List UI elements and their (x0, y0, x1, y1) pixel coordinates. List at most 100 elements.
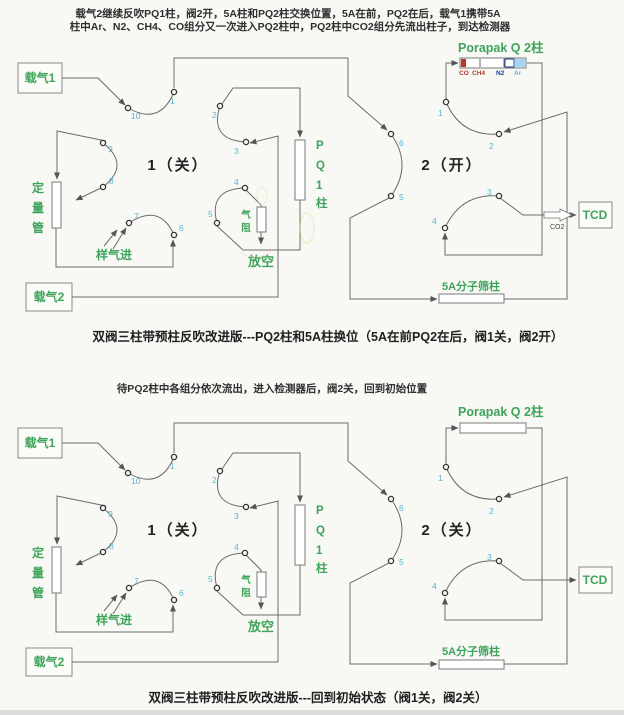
v1-port-9 (99, 504, 107, 512)
v1-num-2: 2 (212, 475, 217, 485)
wire-porapak-to-v2p4 (442, 62, 543, 256)
v2-num-2: 2 (489, 141, 494, 151)
rotor-arc-4-5 (214, 187, 246, 224)
carrier2-label: 载气2 (34, 289, 65, 304)
carrier1-box (17, 427, 63, 459)
wire-v1p9-to-loop-top (54, 495, 107, 545)
restrictor-char-1: 气 (240, 209, 251, 221)
wire-sample-in-arrow-1 (112, 227, 127, 250)
pq1-char-2: Q (316, 525, 325, 537)
rotor-arc-3-4 (444, 195, 500, 229)
band-ar-label: Ar (514, 70, 522, 77)
caption-diagram-2: 双阀三柱带预柱反吹改进版---回到初始状态（阀1关，阀2关） (148, 690, 488, 705)
porapak-column (459, 57, 527, 69)
v1-port-7 (125, 584, 133, 592)
rotor-arc-1-2 (445, 101, 500, 135)
v2-port-5 (387, 557, 395, 565)
wire-sample-in-arrow-2 (103, 594, 118, 612)
wire-v1p1-to-v2p6 (173, 57, 388, 131)
wire-v1p9-to-loop-top (54, 130, 107, 180)
v1-num-10: 10 (131, 476, 141, 486)
wire-sample-in-arrow-2 (103, 229, 118, 247)
carrier1-label: 载气1 (25, 435, 56, 450)
sieve-label: 5A分子筛柱 (442, 644, 500, 658)
v2-num-4: 4 (432, 216, 437, 226)
wire-v2p3-to-tcd (499, 562, 577, 583)
valve-2: 1 2 3 4 5 6 2（关） (387, 463, 503, 597)
rotor-arc-5-6 (390, 498, 403, 562)
porapak-column (459, 422, 527, 434)
valve-1: 1 2 3 4 5 6 7 8 9 10 1（关） (99, 88, 250, 239)
v1-num-7: 7 (134, 576, 139, 586)
header-line-1: 载气2继续反吹PQ1柱，阀2开，5A柱和PQ2柱交换位置，5A在前，PQ2在后，… (75, 7, 501, 20)
v2-port-1 (442, 98, 450, 106)
wire-loop-bottom-to-v1p6 (55, 228, 176, 268)
pq1-char-3: 1 (316, 180, 323, 192)
wire-v2p5-to-sieve (349, 197, 438, 302)
rotor-arc-2-3 (217, 470, 247, 508)
rotor-arc-3-4 (444, 560, 500, 594)
v2-port-2 (495, 495, 503, 503)
valve1-state-label: 1（关） (147, 156, 208, 174)
wire-v1p2-to-pq1-top (221, 452, 303, 503)
wire-sieve-to-v2p2 (503, 476, 568, 665)
wire-sieve-to-v2p2 (503, 111, 568, 300)
rotor-arc-10-1 (127, 456, 175, 480)
sample-in-label: 样气进 (96, 612, 132, 627)
wire-carrier1-to-port10 (62, 77, 126, 106)
v1-port-8 (99, 183, 107, 191)
sample-loop-column (51, 546, 62, 594)
rotor-arc-2-3 (217, 105, 247, 143)
porapak-label: Porapak Q 2柱 (458, 404, 544, 419)
carrier1-label: 载气1 (25, 70, 56, 85)
pq1-char-4: 柱 (316, 196, 328, 210)
sample-loop-column (51, 181, 62, 229)
wire-carrier2-to-v1p3 (72, 135, 279, 298)
rotor-arc-6-7 (128, 579, 175, 601)
v2-port-6 (387, 495, 395, 503)
mid-header: 待PQ2柱中各组分依次流出，进入检测器后，阀2关，回到初始位置 (117, 382, 428, 395)
v2-num-5: 5 (399, 192, 404, 202)
co2-flow-arrow (543, 208, 573, 222)
carrier2-box (25, 282, 73, 312)
v1-port-1 (170, 453, 178, 461)
rotor-arc-10-1 (127, 91, 175, 115)
restrictor-column (256, 206, 267, 233)
valve-1: 1 2 3 4 5 6 7 8 9 10 1（关） (99, 453, 250, 604)
v1-num-2: 2 (212, 110, 217, 120)
pq1-char-1: P (316, 505, 324, 517)
loop-char-2: 量 (32, 566, 44, 580)
wire-v1p4-to-restrictor (245, 189, 262, 207)
v1-port-5 (213, 584, 221, 592)
v1-num-9: 9 (108, 144, 113, 154)
wire-v2p1-to-porapak (445, 60, 459, 100)
v1-num-5: 5 (208, 574, 213, 584)
wire-v1p8-out-arrow (75, 186, 104, 201)
v2-port-6 (387, 130, 395, 138)
v1-port-4 (241, 184, 249, 192)
band-co (461, 59, 466, 67)
rotor-arc-8-9 (102, 507, 118, 553)
porapak-label: Porapak Q 2柱 (458, 40, 544, 55)
vent-label: 放空 (247, 619, 274, 634)
rotor-arc-8-9 (102, 142, 118, 188)
v2-num-1: 1 (438, 473, 443, 483)
valve-2: 1 2 3 4 5 6 2（开） (387, 98, 503, 232)
watermark (239, 186, 315, 258)
sieve-column (438, 659, 505, 670)
tcd-label: TCD (583, 573, 608, 587)
v1-num-10: 10 (131, 111, 141, 121)
rotor-arc-4-5 (214, 552, 246, 589)
v1-port-6 (170, 596, 178, 604)
rotor-arc-5-6 (390, 133, 403, 197)
v1-num-1: 1 (170, 96, 175, 106)
wire-sample-in-arrow-1 (112, 592, 127, 615)
loop-char-2: 量 (32, 201, 44, 215)
pq1-char-4: 柱 (316, 561, 328, 575)
header-line-2: 柱中Ar、N2、CH4、CO组分又一次进入PQ2柱中，PQ2柱中CO2组分先流出… (70, 20, 511, 33)
wire-carrier2-to-v1p3 (72, 500, 279, 663)
wire-loop-bottom-to-v1p6 (55, 593, 176, 633)
diagram-2: 载气1 载气2 定 量 管 气 阻 放空 (17, 404, 613, 705)
